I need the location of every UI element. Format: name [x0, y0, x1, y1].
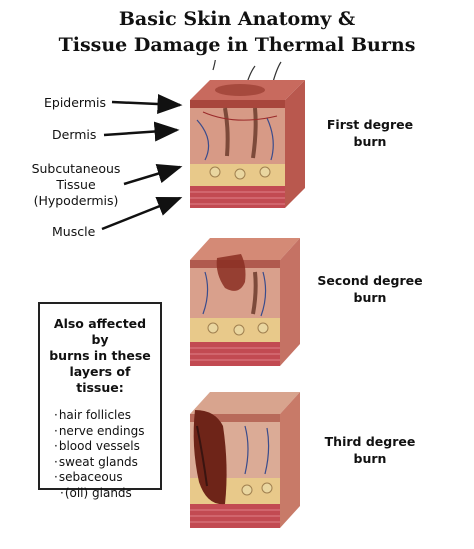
label-dermis: Dermis: [52, 127, 97, 142]
list-item: (oil) glands: [54, 486, 160, 502]
label-second-degree-burn: Second degree burn: [305, 272, 435, 306]
label-subcutaneous-line-2: Tissue: [56, 177, 96, 192]
list-item: hair follicles: [54, 408, 160, 424]
label-third-degree-burn: Third degree burn: [305, 433, 435, 467]
label-first-degree-burn: First degree burn: [305, 116, 435, 150]
list-item: nerve endings: [54, 424, 160, 440]
list-item: sebaceous: [54, 470, 160, 486]
affected-structures-heading: Also affected by burns in these layers o…: [44, 316, 156, 396]
label-first-degree-burn-line-2: burn: [353, 134, 387, 149]
arrow-subcutaneous: [123, 163, 183, 186]
label-epidermis: Epidermis: [44, 95, 107, 110]
arrow-muscle: [101, 196, 183, 231]
label-first-degree-burn-line-1: First degree: [326, 117, 414, 132]
label-subcutaneous-line-1: Subcutaneous: [31, 161, 121, 176]
affected-structures-box: Also affected by burns in these layers o…: [38, 302, 162, 500]
label-subcutaneous: Subcutaneous Tissue (Hypodermis): [24, 161, 128, 209]
affected-structures-list: hair follicles nerve endings blood vesse…: [54, 408, 160, 501]
label-subcutaneous-line-3: (Hypodermis): [33, 193, 119, 208]
arrow-epidermis: [111, 94, 183, 114]
label-third-degree-burn-line-2: burn: [353, 451, 387, 466]
affected-heading-line-3: layers of tissue:: [69, 364, 131, 395]
label-third-degree-burn-line-1: Third degree: [324, 434, 416, 449]
list-item: blood vessels: [54, 439, 160, 455]
diagram-title-line-1: Basic Skin Anatomy &: [118, 8, 356, 30]
label-second-degree-burn-line-1: Second degree: [317, 273, 423, 288]
list-item: sweat glands: [54, 455, 160, 471]
arrow-dermis: [103, 121, 180, 142]
affected-heading-line-1: Also affected by: [53, 316, 147, 347]
diagram-title-line-2: Tissue Damage in Thermal Burns: [58, 34, 416, 56]
skin-block-third-degree: [190, 392, 300, 528]
label-muscle: Muscle: [52, 224, 96, 239]
label-second-degree-burn-line-2: burn: [353, 290, 387, 305]
skin-block-first-degree: [190, 60, 305, 208]
affected-heading-line-2: burns in these: [49, 348, 151, 363]
skin-block-second-degree: [190, 238, 300, 366]
